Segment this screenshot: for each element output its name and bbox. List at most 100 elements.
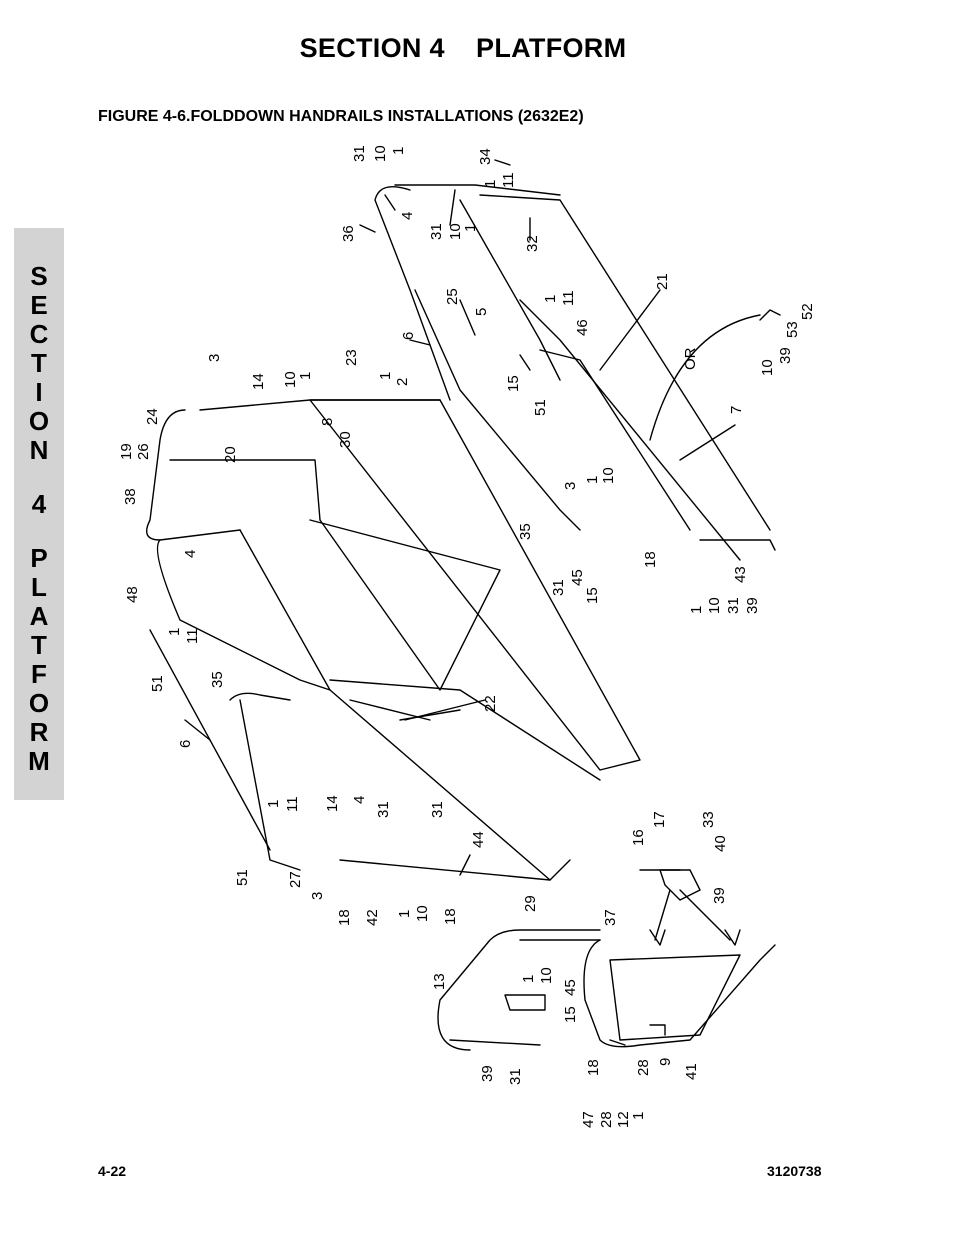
callout-label: 53	[784, 321, 801, 338]
callout-label: 7	[728, 406, 745, 414]
platform-deck-outline	[309, 399, 641, 771]
callout-label: 39	[711, 887, 728, 904]
callout-label: 51	[149, 675, 166, 692]
callout-label: 23	[343, 349, 360, 366]
callout-label: 17	[651, 811, 668, 828]
callout-label: 10	[600, 467, 617, 484]
callout-label: 1	[390, 147, 407, 155]
callout-label: 33	[700, 811, 717, 828]
gate-door-panel	[609, 954, 741, 1041]
callout-label: 44	[470, 831, 487, 848]
left-handrail-loop	[146, 409, 241, 541]
callout-label: 24	[144, 408, 161, 425]
platform-floor-panel	[309, 519, 501, 691]
callout-label: 31	[725, 597, 742, 614]
gate-frame	[437, 929, 601, 1051]
side-tab-letter: S	[30, 261, 48, 291]
callout-label: 28	[598, 1111, 615, 1128]
callout-label: 1	[688, 606, 705, 614]
callout-label: 5	[473, 308, 490, 316]
callout-label: 45	[562, 979, 579, 996]
callout-label: 39	[744, 597, 761, 614]
callout-label: 28	[635, 1059, 652, 1076]
side-tab-letter: O	[28, 688, 50, 718]
callout-label: 1	[482, 180, 499, 188]
callout-label: 20	[222, 446, 239, 463]
callout-label: 31	[429, 801, 446, 818]
callout-label: 31	[507, 1068, 524, 1085]
gate-door	[583, 939, 776, 1048]
callout-label: 25	[444, 288, 461, 305]
callout-label: 31	[375, 801, 392, 818]
callout-label: 42	[364, 909, 381, 926]
callout-label: 35	[517, 523, 534, 540]
callout-label: 51	[234, 869, 251, 886]
callout-label: 52	[799, 303, 816, 320]
side-tab-letter: R	[29, 717, 49, 747]
callout-label: 34	[477, 148, 494, 165]
callout-label: 18	[642, 551, 659, 568]
callout-label: 22	[482, 695, 499, 712]
callout-label: 1	[542, 295, 559, 303]
callout-label: 10	[447, 223, 464, 240]
callout-label: 4	[351, 796, 368, 804]
callout-label: 1	[630, 1112, 647, 1120]
callout-label: 11	[284, 796, 301, 812]
side-tab-letter: F	[31, 659, 47, 689]
callout-label: 41	[683, 1063, 700, 1080]
callout-label: 15	[562, 1006, 579, 1023]
side-tab-letter: O	[28, 406, 50, 436]
callout-label: 40	[712, 835, 729, 852]
callout-label: 35	[209, 671, 226, 688]
callout-label: 1	[265, 800, 282, 808]
callout-label: 39	[777, 347, 794, 364]
callout-label: 10	[414, 905, 431, 922]
side-tab-letter: L	[31, 572, 47, 602]
side-tab-letter: 4	[31, 489, 47, 519]
side-tab-letter: P	[30, 543, 48, 573]
callout-label: 10	[759, 359, 776, 376]
callout-label: 3	[206, 354, 223, 362]
callout-label: 18	[336, 909, 353, 926]
callout-label: 16	[630, 829, 647, 846]
callout-label: 6	[177, 740, 194, 748]
callout-label: 46	[574, 319, 591, 336]
rear-rail-bar	[479, 194, 771, 531]
callout-label: 31	[428, 223, 445, 240]
figure-title: FIGURE 4-6.FOLDDOWN HANDRAILS INSTALLATI…	[98, 108, 584, 125]
callout-label: 15	[584, 587, 601, 604]
callout-label: 12	[615, 1111, 632, 1128]
side-tab-letter: C	[29, 319, 49, 349]
callout-label: 39	[479, 1065, 496, 1082]
side-tab-letter: T	[31, 630, 47, 660]
document-number: 3120738	[767, 1163, 822, 1179]
callout-label: 4	[182, 550, 199, 558]
callout-label: 31	[351, 145, 368, 162]
callout-label: 29	[522, 895, 539, 912]
callout-label: 15	[505, 375, 522, 392]
callout-label: 2	[394, 378, 411, 386]
left-handrail-curve	[156, 539, 331, 691]
section-title: SECTION 4 PLATFORM	[299, 33, 627, 63]
section-side-tab: S E C T I O N 4 P L A T F O R M	[14, 228, 64, 800]
callout-label: 4	[399, 212, 416, 220]
callout-label: 1	[396, 910, 413, 918]
callout-label: 3	[562, 482, 579, 490]
callout-label: 27	[287, 871, 304, 888]
side-tab-letter: E	[30, 290, 48, 320]
side-tab-letter: N	[29, 435, 49, 465]
callout-label: 1	[520, 975, 537, 983]
callout-label: 37	[602, 909, 619, 926]
callout-label: 10	[282, 371, 299, 388]
callout-label: 38	[122, 488, 139, 505]
callout-label: 51	[532, 399, 549, 416]
callout-label: 10	[538, 967, 555, 984]
callout-label: 18	[585, 1059, 602, 1076]
callout-label: 10	[706, 597, 723, 614]
side-tab-letter: M	[28, 746, 50, 776]
callout-label: 18	[442, 908, 459, 925]
callout-label: 26	[135, 443, 152, 460]
latch-block	[659, 869, 701, 901]
side-tab-letter: I	[35, 377, 43, 407]
